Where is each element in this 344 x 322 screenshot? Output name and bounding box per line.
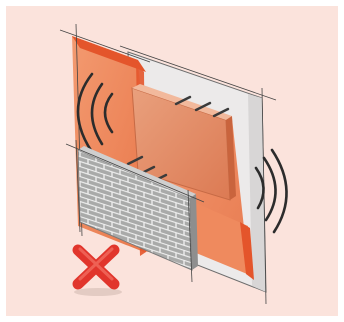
cross-mark-icon xyxy=(74,249,122,296)
